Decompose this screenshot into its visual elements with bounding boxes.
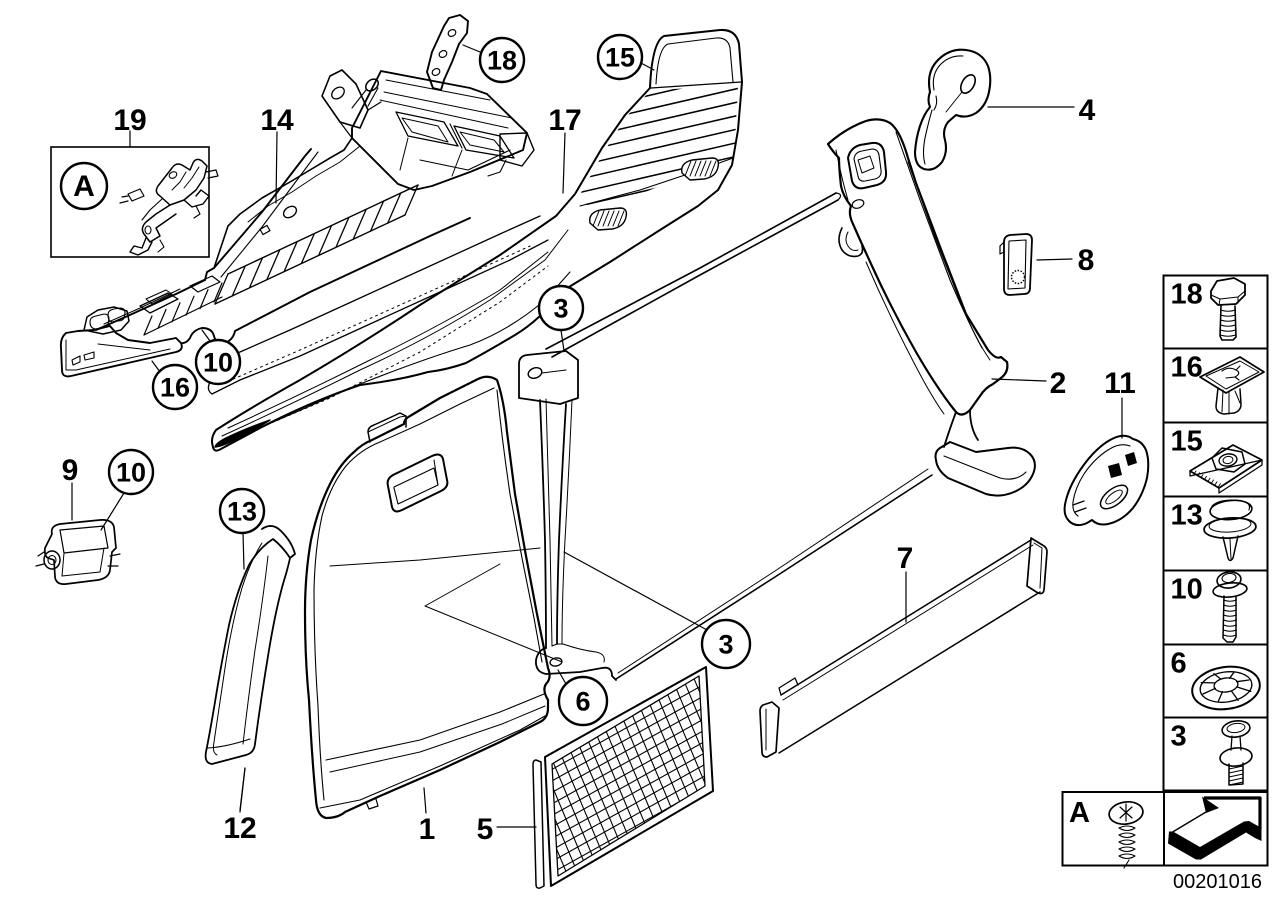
svg-text:13: 13 xyxy=(1171,500,1203,532)
svg-text:3: 3 xyxy=(718,630,733,660)
svg-text:3: 3 xyxy=(1171,721,1187,753)
svg-text:17: 17 xyxy=(548,104,581,137)
svg-text:10: 10 xyxy=(203,348,233,378)
svg-text:7: 7 xyxy=(897,542,914,575)
svg-text:10: 10 xyxy=(1171,574,1203,606)
svg-text:15: 15 xyxy=(605,43,635,73)
svg-text:18: 18 xyxy=(1171,279,1203,311)
svg-text:6: 6 xyxy=(1171,648,1187,680)
svg-text:18: 18 xyxy=(487,46,517,76)
svg-text:12: 12 xyxy=(223,812,256,845)
svg-text:9: 9 xyxy=(62,454,79,487)
svg-text:2: 2 xyxy=(1050,367,1067,400)
svg-text:8: 8 xyxy=(1078,244,1095,277)
svg-text:14: 14 xyxy=(260,104,294,137)
svg-text:00201016: 00201016 xyxy=(1173,871,1262,893)
svg-text:11: 11 xyxy=(1104,367,1136,400)
svg-text:4: 4 xyxy=(1079,94,1096,127)
svg-text:16: 16 xyxy=(1171,352,1203,384)
svg-text:3: 3 xyxy=(553,294,568,324)
svg-text:6: 6 xyxy=(575,687,590,717)
svg-text:15: 15 xyxy=(1171,426,1203,458)
svg-text:5: 5 xyxy=(477,813,494,846)
svg-text:10: 10 xyxy=(116,458,146,488)
svg-text:16: 16 xyxy=(160,373,190,403)
svg-text:13: 13 xyxy=(227,497,257,527)
svg-text:1: 1 xyxy=(419,813,436,846)
svg-text:19: 19 xyxy=(113,104,146,137)
svg-text:A: A xyxy=(73,170,95,203)
svg-text:A: A xyxy=(1069,797,1090,829)
